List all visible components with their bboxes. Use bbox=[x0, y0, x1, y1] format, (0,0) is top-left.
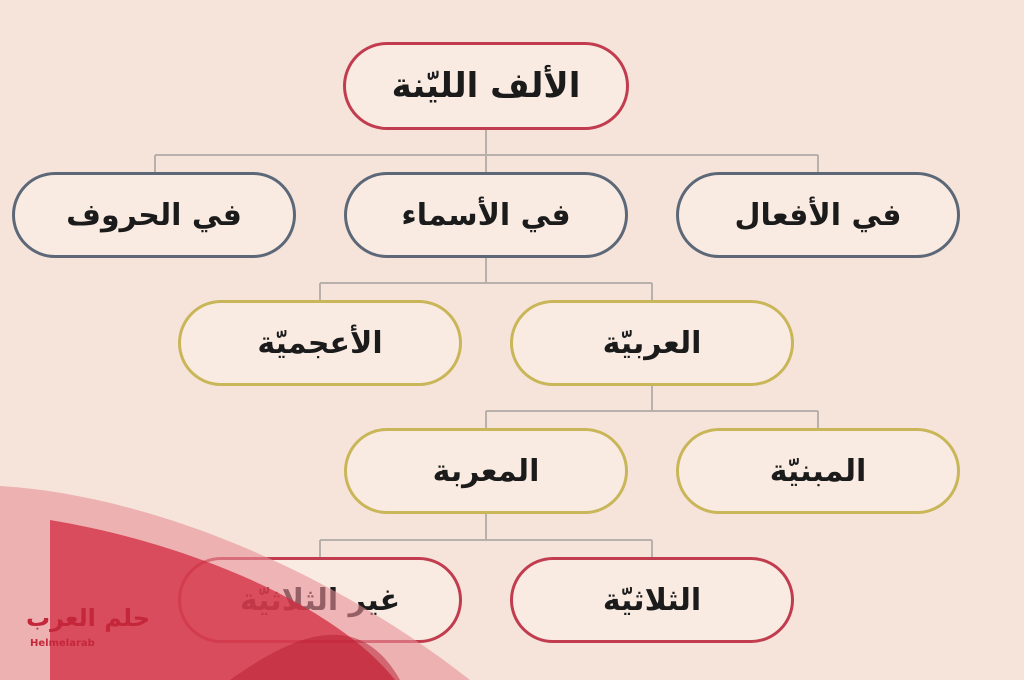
node-verbs: في الأفعال bbox=[676, 172, 960, 258]
watermark-logo-latin: Helmelarab bbox=[30, 638, 95, 649]
node-foreign: الأعجميّة bbox=[178, 300, 462, 386]
root-node: الألف الليّنة bbox=[343, 42, 629, 130]
node-particles: في الحروف bbox=[12, 172, 296, 258]
node-nouns: في الأسماء bbox=[344, 172, 628, 258]
node-indeclinable: المبنيّة bbox=[676, 428, 960, 514]
node-declinable: المعربة bbox=[344, 428, 628, 514]
node-arabic: العربيّة bbox=[510, 300, 794, 386]
node-triliteral: الثلاثيّة bbox=[510, 557, 794, 643]
watermark-logo: حلم العرب Helmelarab bbox=[26, 604, 151, 649]
watermark-logo-arabic: حلم العرب bbox=[26, 604, 151, 632]
